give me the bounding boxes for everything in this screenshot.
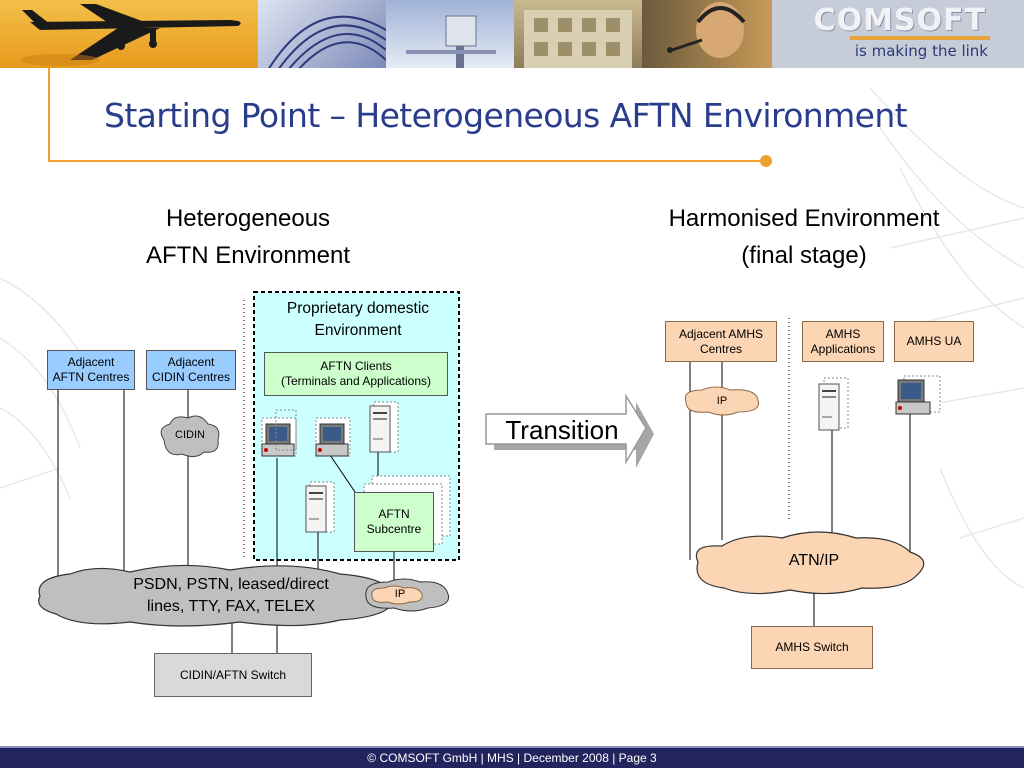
cidin-aftn-switch-box: CIDIN/AFTN Switch [154, 653, 312, 697]
left-connection-lines [57, 390, 395, 653]
logo-tagline: is making the link [854, 42, 988, 60]
banner-airplane-image [0, 0, 258, 68]
amhs-server-icon [818, 377, 849, 431]
amhs-ua-box: AMHS UA [894, 321, 974, 362]
banner-antenna-image [386, 0, 514, 68]
right-ip-cloud-label: IP [716, 395, 728, 407]
network-label-2: lines, TTY, FAX, TELEX [146, 598, 316, 615]
adjacent-cidin-label-1: Adjacent [167, 355, 215, 369]
right-heading-line1: Harmonised Environment [668, 205, 940, 232]
domestic-environment-label: Proprietary domestic Environment [258, 298, 458, 342]
footer: © COMSOFT GmbH | MHS | December 2008 | P… [0, 746, 1024, 768]
atn-ip-cloud [695, 531, 925, 595]
server-icon-2 [305, 481, 335, 533]
amhs-apps-label-1: AMHS [825, 326, 861, 341]
left-ip-cloud-label: IP [394, 588, 406, 600]
banner-controller-image [642, 0, 772, 68]
amhs-ua-terminal-icon [895, 375, 941, 415]
aftn-subcentre-label-2: Subcentre [366, 522, 422, 536]
aftn-subcentre-label-1: AFTN [378, 507, 410, 521]
left-heading-line1: Heterogeneous [165, 205, 331, 232]
banner-building-image [514, 0, 642, 68]
adjacent-aftn-label-1: Adjacent [67, 355, 115, 369]
aftn-clients-label-1: AFTN Clients [320, 359, 392, 373]
banner-structure-image [258, 0, 386, 68]
domestic-label-2: Environment [314, 322, 402, 339]
header-banner: COMSOFT is making the link [0, 0, 1024, 68]
adjacent-cidin-label-2: CIDIN Centres [151, 370, 231, 384]
left-heading-line2: AFTN Environment [145, 242, 351, 269]
atn-ip-cloud-label: ATN/IP [788, 552, 840, 569]
cidin-cloud-label: CIDIN [175, 429, 205, 441]
right-heading-line2: (final stage) [741, 242, 867, 269]
comsoft-logo: COMSOFT is making the link [772, 0, 1024, 68]
left-ip-cloud [365, 578, 450, 612]
terminal-icon-2 [315, 417, 351, 457]
adjacent-amhs-label-1: Adjacent AMHS [678, 326, 764, 341]
network-label-1: PSDN, PSTN, leased/direct [133, 576, 329, 593]
aftn-clients-box: AFTN Clients(Terminals and Applications) [264, 352, 448, 396]
adjacent-aftn-label-2: AFTN Centres [52, 370, 130, 384]
cidin-cloud [160, 415, 220, 458]
title-vertical-rule [48, 68, 50, 160]
slide-title: Starting Point – Heterogeneous AFTN Envi… [104, 96, 908, 135]
adjacent-amhs-label-2: Centres [699, 341, 742, 356]
domestic-label-1: Proprietary domestic [286, 300, 430, 317]
amhs-apps-label-2: Applications [810, 341, 876, 356]
network-cloud-label: PSDN, PSTN, leased/direct lines, TTY, FA… [96, 574, 366, 618]
transition-arrow [485, 393, 654, 468]
logo-wordmark: COMSOFT [813, 3, 986, 38]
right-heading: Harmonised Environment (final stage) [614, 200, 994, 274]
left-heading: Heterogeneous AFTN Environment [98, 200, 398, 274]
airplane-icon [20, 4, 241, 66]
title-rule-dot [760, 155, 772, 167]
title-horizontal-rule [48, 160, 766, 162]
transition-label: Transition [505, 415, 619, 445]
amhs-switch-box: AMHS Switch [751, 626, 873, 669]
aftn-clients-label-2: (Terminals and Applications) [280, 374, 432, 388]
right-ip-cloud [684, 386, 760, 416]
server-icon-1 [369, 401, 399, 453]
logo-accent-bar [850, 36, 990, 40]
